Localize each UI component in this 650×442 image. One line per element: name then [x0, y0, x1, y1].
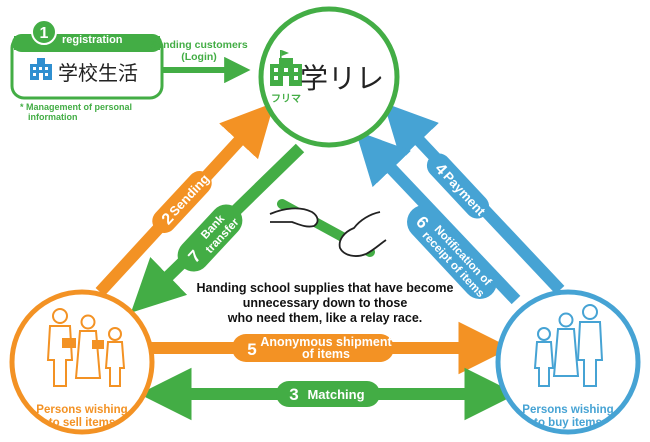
svg-text:Matching: Matching [307, 387, 364, 402]
step-5-label: 5 Anonymous shipment of items [232, 334, 394, 362]
relay-baton-icon [269, 199, 387, 257]
buyers-label-line2: to buy items [534, 417, 602, 429]
gakuriru-school-icon [270, 50, 302, 86]
gakuriru-badge: フリマ [271, 93, 301, 105]
sellers-label-line2: to sell items [49, 417, 115, 429]
svg-text:3: 3 [289, 385, 298, 404]
buyers-node: Persons wishing to buy items [495, 289, 641, 435]
svg-text:registration: registration [62, 34, 123, 46]
center-caption-line1: Handing school supplies that have become [197, 281, 454, 295]
sellers-label: Persons wishing [36, 404, 127, 416]
sending-customers-label: Sending customers [150, 39, 248, 51]
svg-text:of items: of items [302, 347, 350, 361]
personal-info-note: * Management of personal [20, 102, 132, 112]
school-building-icon [30, 58, 52, 80]
gakuriru-node: フリマ 学リレ [258, 6, 400, 148]
buyers-label: Persons wishing [522, 404, 613, 416]
svg-text:Anonymous shipment: Anonymous shipment [260, 335, 392, 349]
school-service-name: 学校生活 [58, 61, 138, 85]
svg-text:5: 5 [247, 340, 256, 359]
center-caption-line2: unnecessary down to those [243, 296, 408, 310]
step-1-badge [31, 19, 57, 45]
svg-text:1: 1 [40, 25, 49, 42]
sending-customers-login: (Login) [181, 51, 217, 63]
sellers-node: Persons wishing to sell items [9, 289, 155, 435]
gakuriru-name: 学リレ [300, 62, 384, 95]
personal-info-note-line2: information [28, 112, 78, 122]
center-caption-line3: who need them, like a relay race. [227, 311, 423, 325]
buyers-family-icon [533, 304, 604, 387]
step-3-label: 3 Matching [276, 381, 380, 407]
sellers-family-icon [46, 308, 126, 387]
school-service-box: 1 Membership registration 学校生活 [10, 19, 164, 100]
svg-text:Membership: Membership [62, 21, 127, 33]
